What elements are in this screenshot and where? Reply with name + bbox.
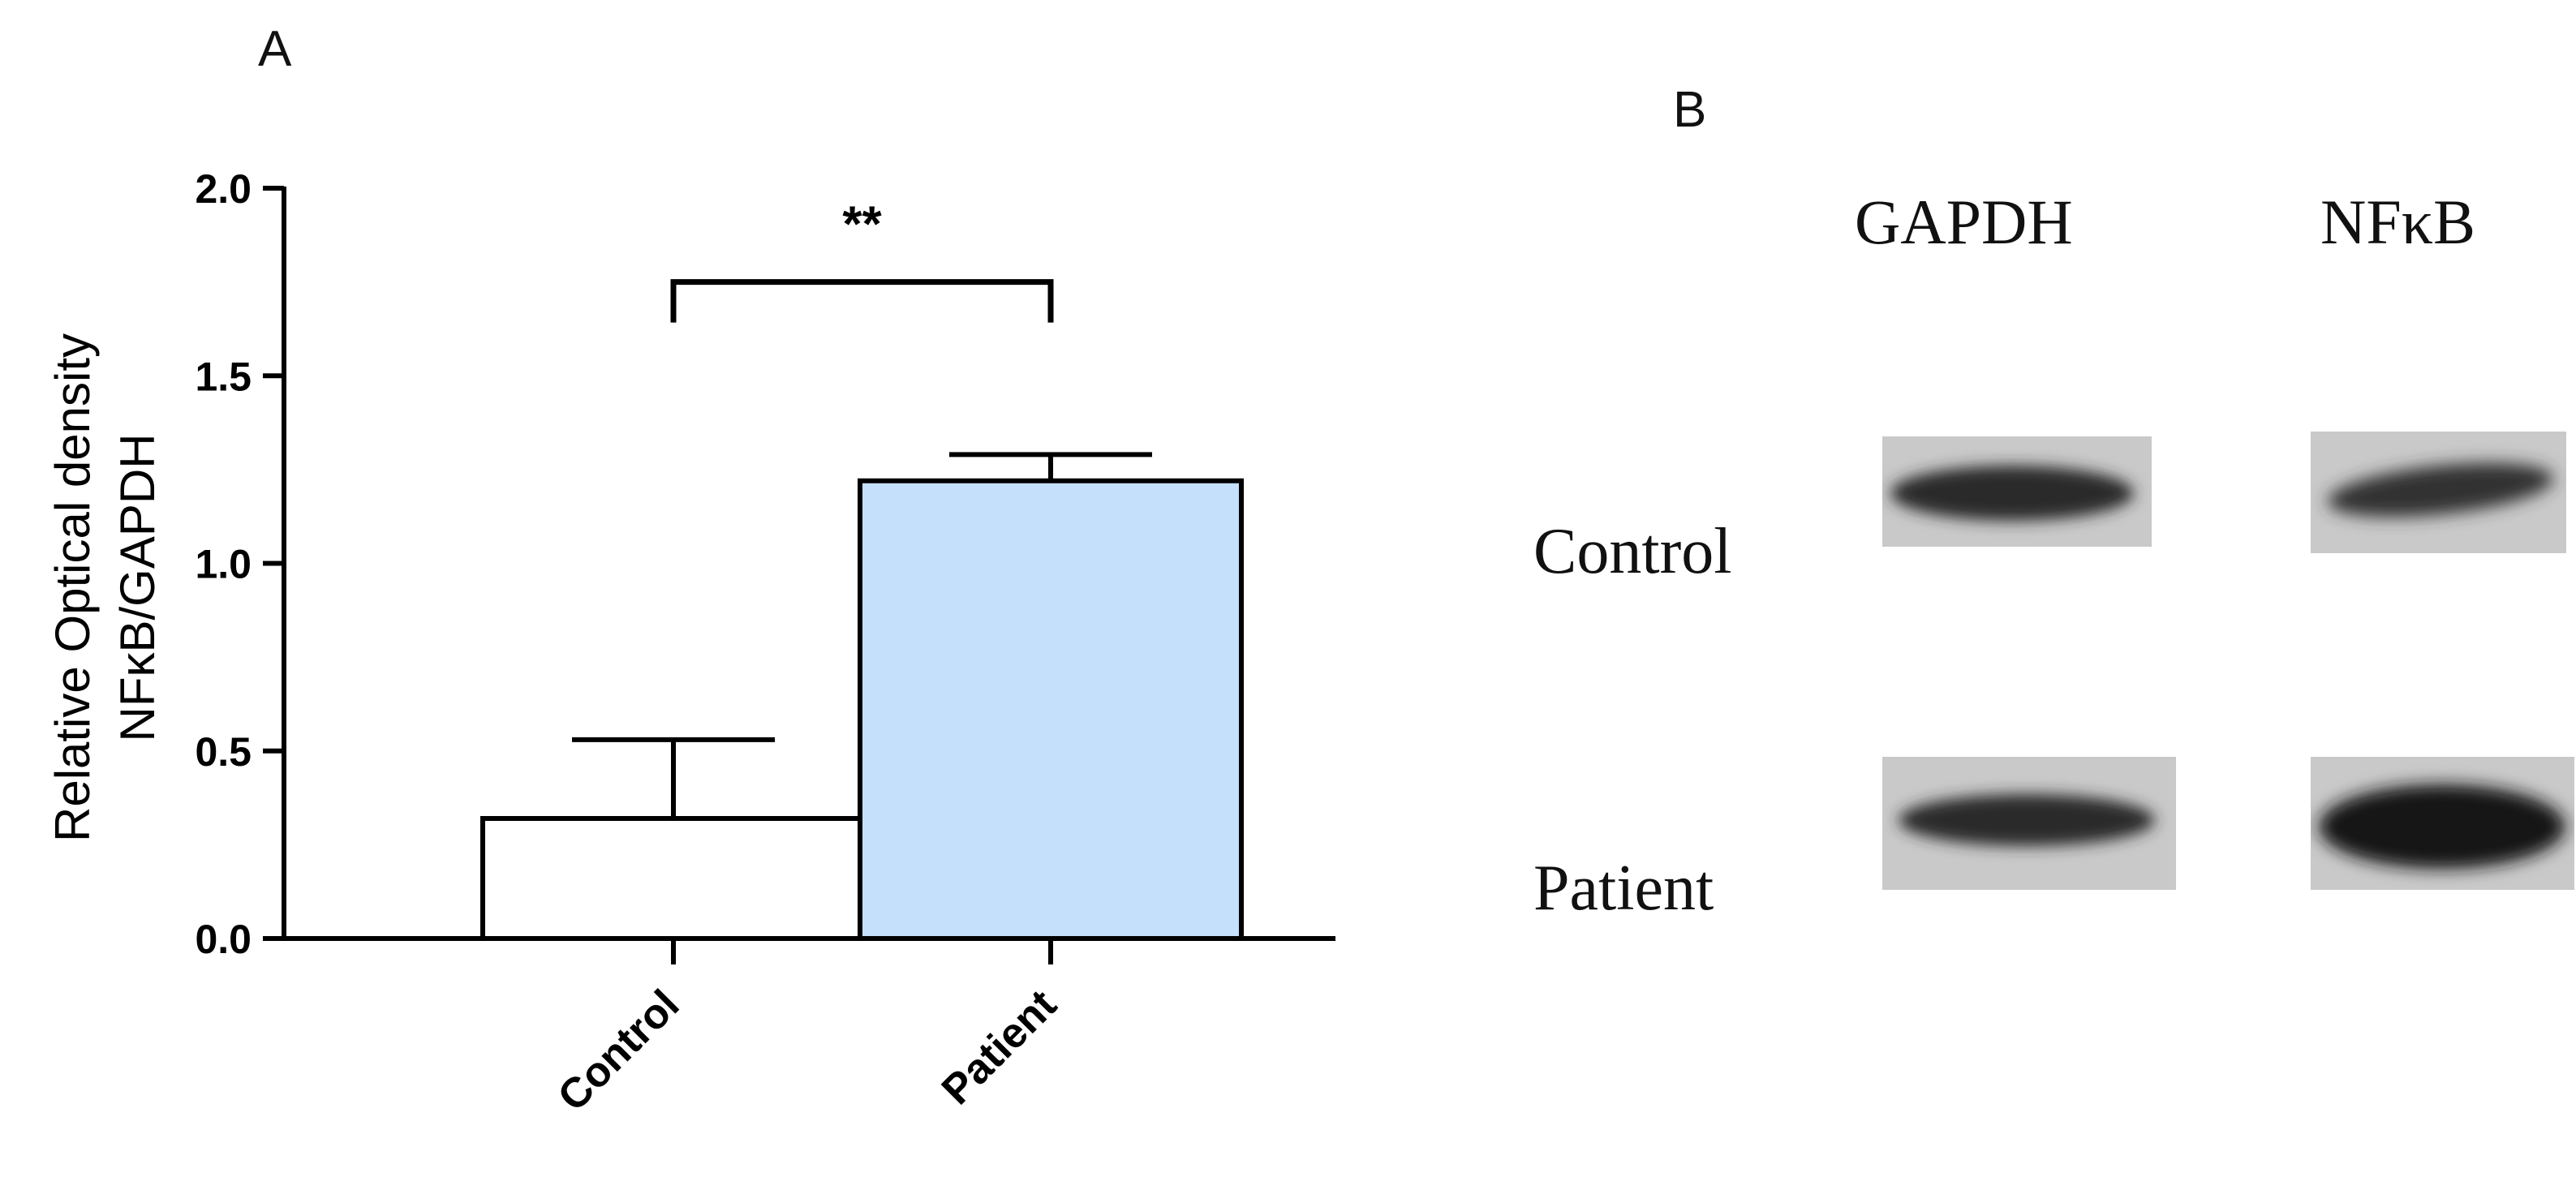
panel-b-label: B xyxy=(1673,82,1707,138)
significance-bracket xyxy=(670,279,1054,323)
blot-row-label-patient: Patient xyxy=(1533,853,1714,924)
y-tick-label: 1.0 xyxy=(195,542,252,587)
blot-column-label-nfkb: NFκB xyxy=(2320,187,2476,257)
y-tick-label: 0.5 xyxy=(195,729,252,775)
blot-column-label-gapdh: GAPDH xyxy=(1855,187,2073,257)
panel-a-label: A xyxy=(258,21,292,77)
blot-band-gapdh-patient xyxy=(1882,757,2176,890)
y-tick-label: 1.5 xyxy=(195,354,252,399)
significance-label: ** xyxy=(842,197,882,253)
y-tick-label: 2.0 xyxy=(195,166,252,212)
blot-band-nfkb-control xyxy=(2311,432,2566,553)
y-axis-label-line2: NFκB/GAPDH xyxy=(110,433,165,741)
bar-patient xyxy=(858,478,1244,941)
x-tick-label-patient: Patient xyxy=(933,981,1066,1114)
blot-band-gapdh-control xyxy=(1882,436,2152,547)
x-tick-label-control: Control xyxy=(549,981,689,1120)
bar-control xyxy=(480,816,867,941)
y-axis-label-line1: Relative Optical density xyxy=(45,333,100,842)
y-tick-label: 0.0 xyxy=(195,917,252,962)
blot-row-label-control: Control xyxy=(1533,516,1732,587)
blot-band-nfkb-patient xyxy=(2311,757,2574,890)
